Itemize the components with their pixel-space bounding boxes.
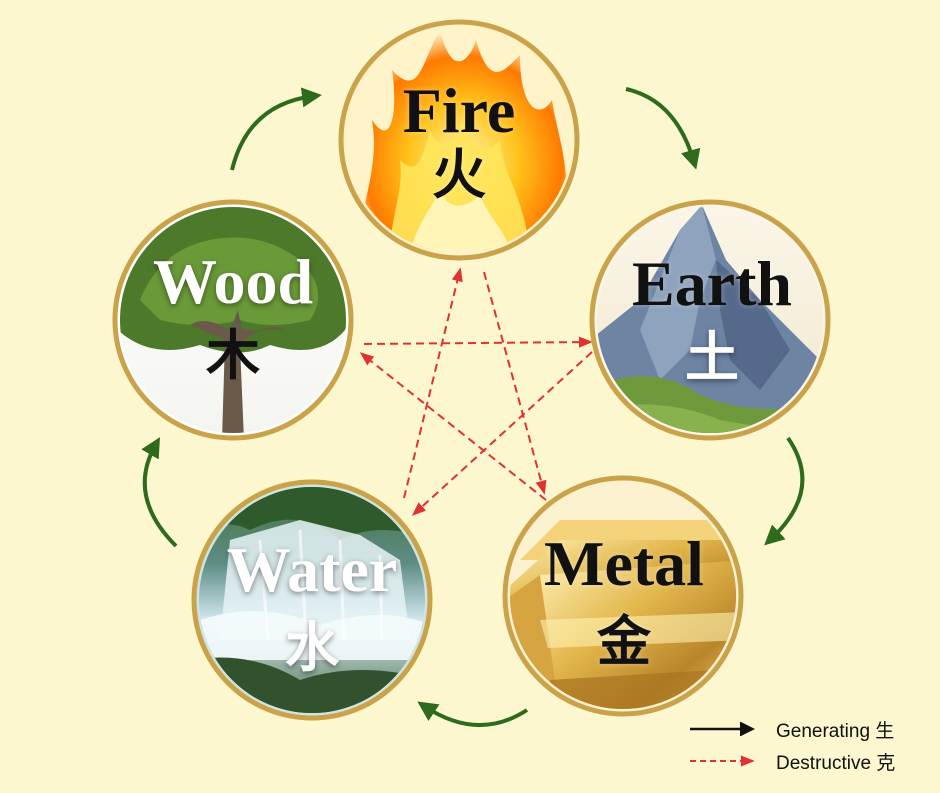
- dashed-arrow-icon: [690, 755, 755, 767]
- metal-cjk: 金: [597, 609, 651, 673]
- generating-arrow-wood-fire: [230, 87, 322, 171]
- water-name: Water: [226, 534, 398, 605]
- legend: Generating 生 Destructive 克: [688, 712, 938, 782]
- legend-generating: Generating 生: [688, 714, 894, 744]
- generating-arrow-earth-metal: [764, 436, 805, 546]
- generating-arrow-fire-earth: [625, 87, 701, 170]
- legend-generating-label: Generating 生: [776, 720, 895, 742]
- fire-cjk: 火: [432, 142, 486, 206]
- earth-cjk: 土: [685, 325, 739, 389]
- flame-icon: [346, 27, 572, 253]
- destructive-arrow-metal-wood: [359, 352, 547, 501]
- element-water: [191, 479, 433, 721]
- fire-name: Fire: [402, 75, 516, 146]
- wood-label-group: Wood 木: [152, 246, 314, 387]
- destructive-arrow-earth-water: [411, 351, 593, 516]
- wood-cjk: 木: [206, 323, 260, 387]
- solid-arrow-icon: [690, 722, 755, 736]
- gold-bar-icon: [510, 483, 736, 709]
- legend-destructive-label: Destructive 克: [776, 752, 896, 774]
- element-wood: [112, 199, 354, 441]
- earth-name: Earth: [632, 248, 792, 319]
- generating-arrow-water-wood: [141, 437, 178, 548]
- generating-arrow-metal-water: [417, 701, 529, 728]
- destructive-arrow-wood-earth: [363, 336, 593, 348]
- wood-name: Wood: [152, 246, 314, 317]
- tree-icon: [120, 207, 346, 433]
- destructive-arrow-water-fire: [403, 267, 463, 499]
- element-fire: [338, 19, 580, 261]
- metal-name: Metal: [544, 528, 704, 599]
- earth-label-group: Earth 土: [632, 248, 792, 389]
- legend-destructive: Destructive 克: [688, 746, 895, 776]
- metal-label-group: Metal 金: [544, 528, 704, 673]
- fire-label-group: Fire 火: [402, 75, 516, 206]
- water-cjk: 水: [285, 615, 339, 679]
- water-label-group: Water 水: [226, 534, 398, 679]
- element-metal: [502, 475, 744, 717]
